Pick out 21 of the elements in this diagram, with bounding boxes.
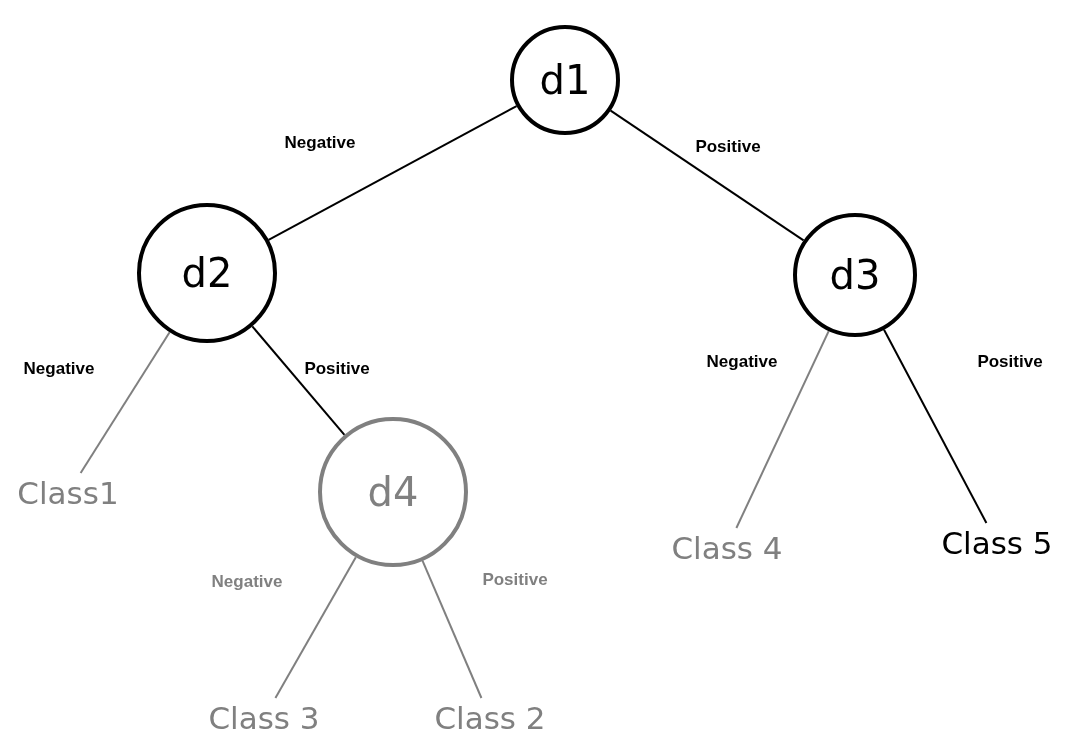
class-label: Class 5	[941, 525, 1053, 561]
class-label: Class 3	[208, 700, 320, 736]
branch-line	[251, 325, 346, 436]
class-label: Class 2	[434, 700, 546, 736]
branch-line	[421, 559, 483, 699]
node-label: d3	[829, 252, 881, 298]
branch-line	[79, 331, 171, 474]
edge-label: Negative	[21, 359, 97, 379]
node-label: d2	[181, 250, 233, 296]
branch-line	[735, 330, 830, 529]
branch-line	[274, 556, 357, 699]
edge-label: Negative	[704, 352, 780, 372]
edge-label: Negative	[209, 572, 285, 592]
branch-line	[609, 109, 805, 242]
class-label: Class 4	[671, 530, 783, 566]
node-label: d1	[539, 57, 591, 103]
branch-line	[883, 328, 988, 524]
branch-line	[267, 105, 518, 241]
class-label: Class1	[17, 475, 119, 511]
edge-label: Negative	[282, 133, 358, 153]
node-label: d4	[367, 469, 419, 515]
